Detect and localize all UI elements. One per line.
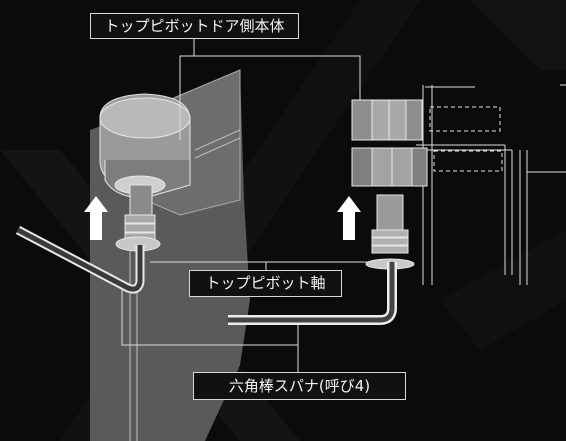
right-lower-nut xyxy=(351,147,503,187)
leader-lines xyxy=(121,26,370,372)
door-side-pivot-body xyxy=(99,93,191,199)
door-body-label: トップピボットドア側本体 xyxy=(90,13,299,39)
left-hex-wrench xyxy=(15,226,145,294)
hex-wrench-label: 六角棒スパナ(呼び4) xyxy=(193,372,406,400)
pivot-shaft-label: トップピボット軸 xyxy=(189,270,342,297)
up-arrow-left xyxy=(84,196,108,240)
right-hex-wrench xyxy=(228,262,397,325)
left-pivot-shaft xyxy=(115,184,161,252)
right-pivot-shaft xyxy=(365,194,415,270)
right-upper-nut xyxy=(351,99,501,141)
up-arrow-right xyxy=(337,196,361,240)
